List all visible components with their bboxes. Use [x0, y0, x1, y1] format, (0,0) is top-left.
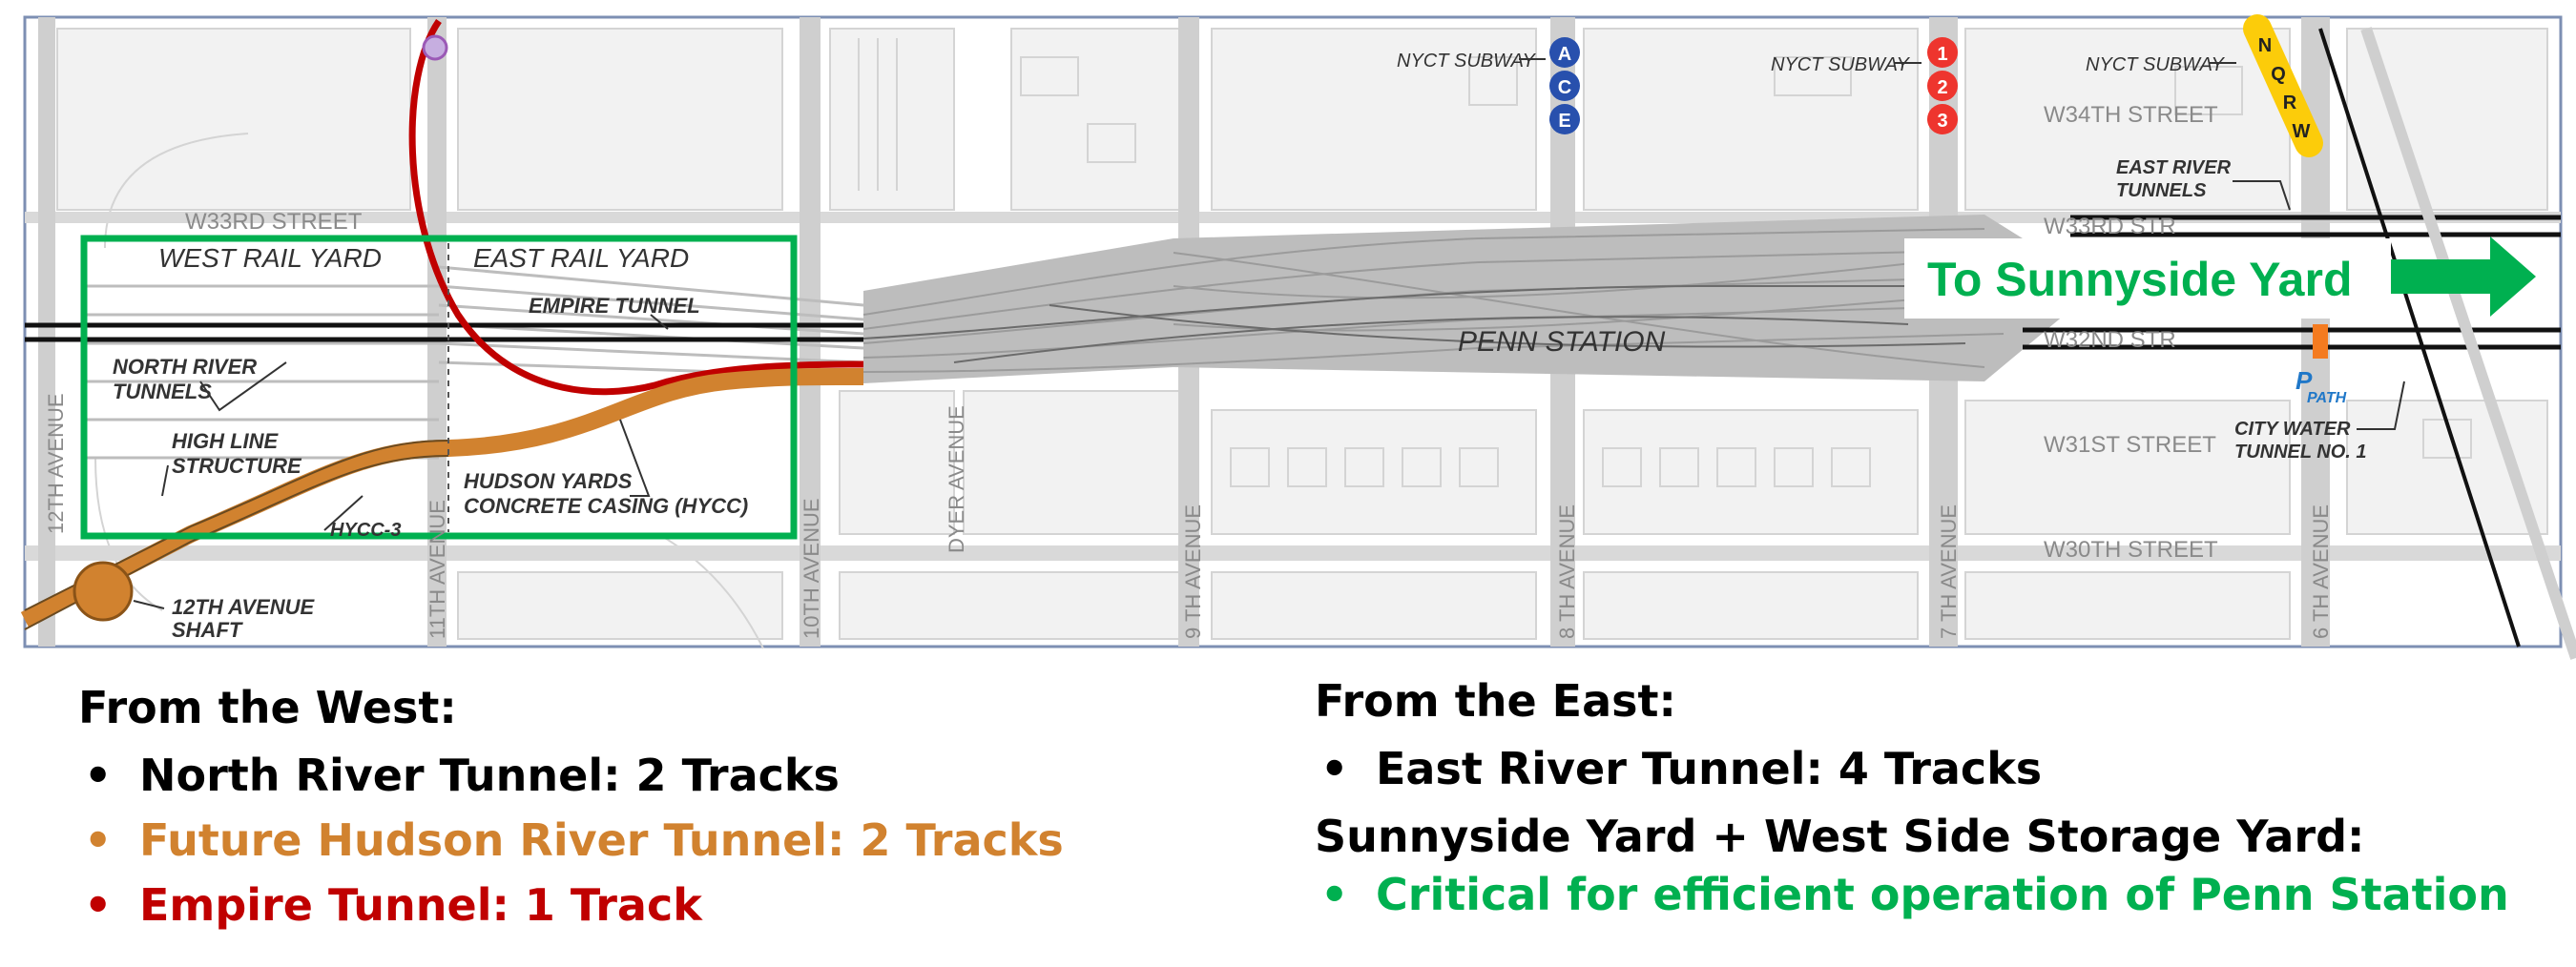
- label-empire-tunnel: EMPIRE TUNNEL: [529, 294, 700, 318]
- svg-text:A: A: [1558, 44, 1571, 65]
- label-east-river: EAST RIVER: [2116, 157, 2232, 178]
- legend-west-heading: From the West:: [78, 682, 457, 733]
- right-arrow-icon: [2391, 237, 2536, 317]
- ave-12th: 12TH AVENUE: [44, 393, 68, 534]
- label-hycc3: HYCC-3: [330, 520, 401, 541]
- street-w33rd: W33RD STREET: [185, 209, 363, 235]
- svg-text:W: W: [2293, 121, 2311, 142]
- label-west-rail-yard: WEST RAIL YARD: [158, 243, 382, 273]
- svg-text:NYCT SUBWAY: NYCT SUBWAY: [2086, 54, 2225, 75]
- svg-text:Q: Q: [2271, 64, 2286, 85]
- legend-west: From the West: North River Tunnel: 2 Tra…: [78, 682, 1064, 937]
- to-sunnyside-callout: To Sunnyside Yard: [1904, 237, 2536, 319]
- street-w31st: W31ST STREET: [2044, 432, 2216, 458]
- legend-item-north-river: North River Tunnel: 2 Tracks: [78, 743, 1064, 808]
- label-east-rail-yard: EAST RAIL YARD: [473, 243, 689, 273]
- subway-ace: NYCT SUBWAY A C E: [1397, 37, 1580, 134]
- svg-text:2: 2: [1937, 77, 1947, 98]
- svg-text:P: P: [2296, 366, 2313, 395]
- legend-storage-heading: Sunnyside Yard + West Side Storage Yard:: [1315, 811, 2365, 862]
- path-label: PATH: [2307, 390, 2347, 406]
- label-hycc: CONCRETE CASING (HYCC): [464, 494, 748, 518]
- legend-item-east-river: East River Tunnel: 4 Tracks: [1315, 736, 2509, 801]
- legend-item-storage: Critical for efficient operation of Penn…: [1315, 862, 2509, 927]
- label-north-river-tunnels: TUNNELS: [113, 380, 212, 403]
- penn-station-area-map: To Sunnyside Yard W33RD STREET W34TH STR…: [20, 14, 2576, 660]
- label-high-line-structure: STRUCTURE: [172, 454, 302, 478]
- label-high-line: HIGH LINE: [172, 429, 280, 453]
- legend-east-heading: From the East:: [1315, 675, 1676, 727]
- label-penn-station: PENN STATION: [1458, 326, 1666, 358]
- ave-7th: 7 TH AVENUE: [1937, 504, 1961, 639]
- svg-text:3: 3: [1937, 111, 1947, 132]
- street-w34th: W34TH STREET: [2044, 102, 2218, 128]
- subway-nqrw: NYCT SUBWAY N Q R W: [2086, 14, 2323, 157]
- label-12th-ave-shaft: 12TH AVENUE: [172, 595, 315, 619]
- legend-item-hudson-river: Future Hudson River Tunnel: 2 Tracks: [78, 808, 1064, 873]
- subway-123: NYCT SUBWAY 1 2 3: [1771, 37, 1958, 134]
- street-w30th: W30TH STREET: [2044, 537, 2218, 563]
- svg-text:R: R: [2283, 93, 2297, 113]
- legend-item-empire: Empire Tunnel: 1 Track: [78, 873, 1064, 937]
- ave-dyer: DYER AVENUE: [945, 405, 968, 553]
- hudson-river-tunnel-line: [20, 367, 864, 630]
- label-north-river: NORTH RIVER: [113, 355, 257, 379]
- svg-text:N: N: [2258, 35, 2272, 56]
- path-station-marker: P PATH: [2296, 324, 2347, 406]
- label-hudson-yards: HUDSON YARDS: [464, 469, 633, 493]
- ave-6th: 6 TH AVENUE: [2309, 504, 2333, 639]
- label-city-water-tunnel: TUNNEL NO. 1: [2234, 442, 2367, 463]
- svg-text:NYCT SUBWAY: NYCT SUBWAY: [1771, 54, 1910, 75]
- rail-yards-boundary: [80, 235, 798, 540]
- shaft-marker: [73, 561, 134, 622]
- svg-text:E: E: [1558, 111, 1570, 132]
- ave-10th: 10TH AVENUE: [800, 498, 823, 639]
- ave-8th: 8 TH AVENUE: [1555, 504, 1579, 639]
- street-w33rd-east: W33RD STR: [2044, 214, 2176, 239]
- ave-9th: 9 TH AVENUE: [1181, 504, 1205, 639]
- north-river-tunnels: [25, 322, 863, 342]
- street-w32nd: W32ND STR: [2044, 327, 2176, 353]
- empire-tunnel-line: [408, 19, 864, 396]
- svg-text:C: C: [1558, 77, 1571, 98]
- label-shaft: SHAFT: [172, 618, 243, 642]
- label-city-water: CITY WATER: [2234, 419, 2351, 440]
- ave-11th: 11TH AVENUE: [426, 500, 449, 639]
- to-sunnyside-label: To Sunnyside Yard: [1927, 253, 2352, 306]
- svg-text:1: 1: [1937, 44, 1947, 65]
- svg-text:NYCT SUBWAY: NYCT SUBWAY: [1397, 51, 1536, 72]
- legend-east: From the East: East River Tunnel: 4 Trac…: [1315, 675, 2509, 927]
- label-east-river-tunnels: TUNNELS: [2116, 180, 2207, 201]
- penn-station-tracks: [862, 215, 2099, 383]
